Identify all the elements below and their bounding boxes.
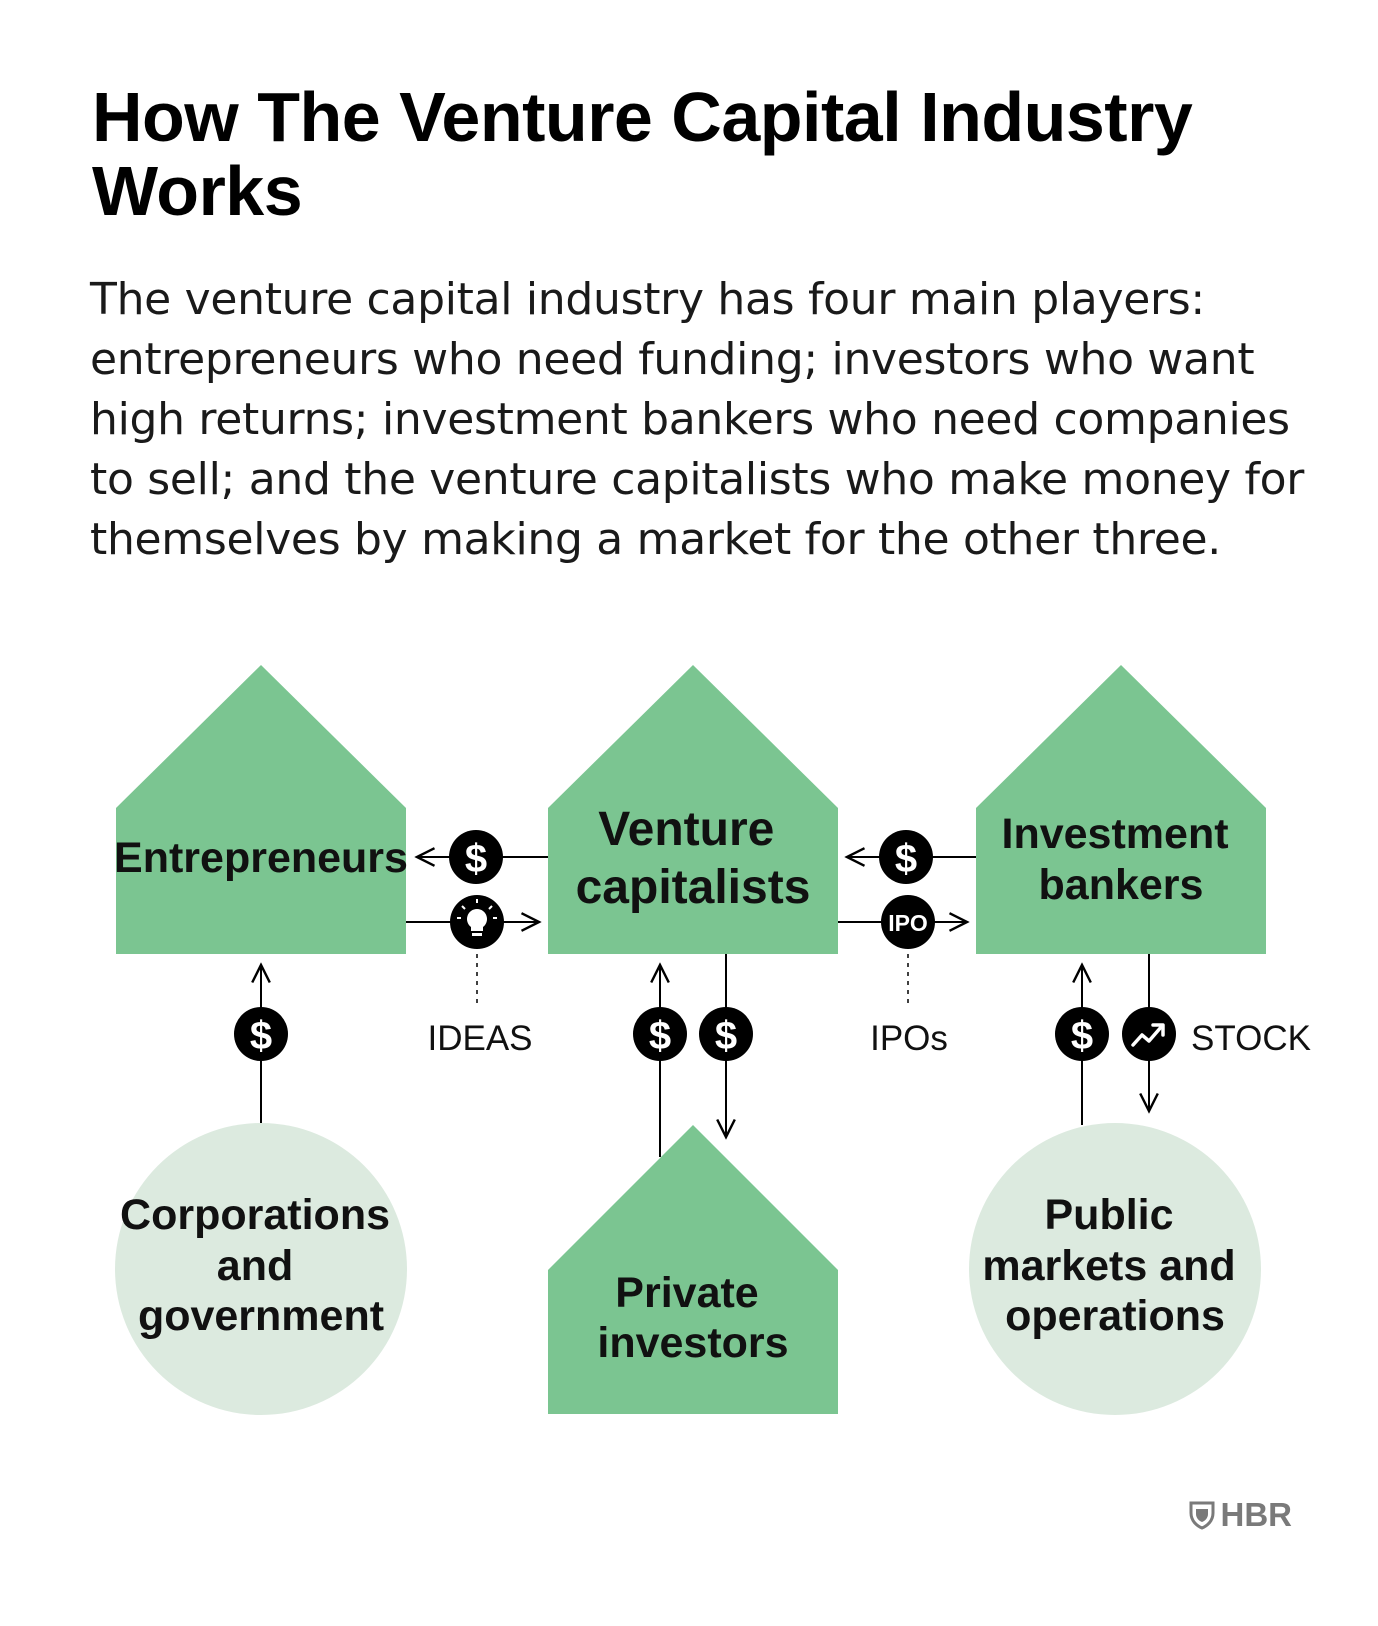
investment-bankers-label-line: bankers: [1039, 861, 1204, 909]
public-markets-label-line: markets and: [982, 1242, 1235, 1290]
brand-name: HBR: [1220, 1496, 1293, 1533]
dotted-leaders: [476, 945, 909, 1008]
public-markets-label-line: operations: [1005, 1292, 1225, 1340]
venture-capitalists-label: Venture capitalists: [576, 803, 811, 914]
private-investors-label-line: investors: [597, 1319, 788, 1367]
lightbulb-icon: [450, 895, 504, 949]
intro-paragraph: The venture capital industry has four ma…: [90, 274, 1305, 565]
public-markets-label: Public markets and operations: [982, 1191, 1247, 1340]
entrepreneurs-house: [116, 665, 406, 954]
investment-bankers-label: Investment bankers: [1002, 810, 1241, 909]
node-private-investors: Private investors: [548, 1125, 838, 1414]
dollar-glyph: $: [465, 837, 487, 881]
private-investors-label: Private investors: [597, 1269, 788, 1367]
venture-capitalists-label-line: Venture: [598, 803, 774, 856]
ipo-glyph: IPO: [888, 910, 928, 936]
stock-chart-icon: [1122, 1007, 1176, 1061]
node-corporations-and-government: Corporations and government: [115, 1123, 407, 1415]
stock-label: STOCK: [1191, 1019, 1311, 1058]
corporations-label-line: government: [138, 1292, 384, 1340]
dollar-icon: $: [1055, 1007, 1109, 1061]
investment-bankers-house: [976, 665, 1266, 954]
dollar-icon: $: [449, 830, 503, 884]
ipo-icon: IPO: [881, 895, 935, 949]
venture-capitalists-house: [548, 665, 838, 954]
node-venture-capitalists: Venture capitalists: [548, 665, 838, 954]
hbr-logo: HBR: [1189, 1496, 1293, 1534]
node-entrepreneurs: Entrepreneurs: [114, 665, 408, 954]
corporations-label: Corporations and government: [120, 1191, 402, 1340]
dollar-icon: $: [234, 1007, 288, 1061]
entrepreneurs-label-line: Entrepreneurs: [114, 834, 408, 882]
dollar-glyph: $: [1071, 1014, 1093, 1058]
dollar-glyph: $: [649, 1014, 671, 1058]
node-investment-bankers: Investment bankers: [976, 665, 1266, 954]
venture-capitalists-label-line: capitalists: [576, 861, 811, 914]
corporations-label-line: and: [217, 1242, 293, 1290]
corporations-circle: [115, 1123, 407, 1415]
ipos-label: IPOs: [870, 1019, 948, 1058]
entrepreneurs-label: Entrepreneurs: [114, 834, 408, 882]
private-investors-label-line: Private: [615, 1269, 758, 1317]
node-public-markets-and-operations: Public markets and operations: [969, 1123, 1261, 1415]
ideas-label: IDEAS: [427, 1019, 532, 1058]
page-title: How The Venture Capital Industry Works: [92, 78, 1193, 230]
public-markets-label-line: Public: [1045, 1191, 1174, 1239]
shield-icon: [1189, 1501, 1214, 1530]
corporations-label-line: Corporations: [120, 1191, 390, 1239]
dollar-glyph: $: [250, 1014, 272, 1058]
public-markets-circle: [969, 1123, 1261, 1415]
dollar-icon: $: [879, 830, 933, 884]
dollar-glyph: $: [895, 837, 917, 881]
dollar-icon: $: [633, 1007, 687, 1061]
dollar-glyph: $: [715, 1014, 737, 1058]
private-investors-house: [548, 1125, 838, 1414]
dollar-icon: $: [699, 1007, 753, 1061]
investment-bankers-label-line: Investment: [1002, 810, 1229, 858]
